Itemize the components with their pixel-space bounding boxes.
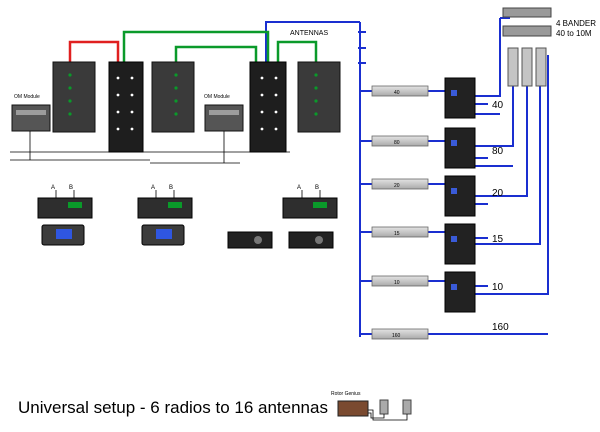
band-label-15: 15: [492, 234, 504, 245]
antennas-label: ANTENNAS: [290, 30, 328, 37]
four-bander-range: 40 to 10M: [556, 29, 592, 38]
amp-3-port-b: B: [315, 185, 319, 191]
amp-1-port-b: B: [69, 185, 73, 191]
amp-2-port-a: A: [151, 185, 155, 191]
om-modules: [11, 104, 244, 132]
om-module-label-left: OM Module: [14, 94, 40, 100]
diagram-caption: Universal setup - 6 radios to 16 antenna…: [18, 398, 328, 417]
band-label-40: 40: [492, 100, 504, 111]
four-bander-label: 4 BANDER: [556, 19, 596, 28]
filter-label-160: 160: [392, 333, 401, 339]
band-filters: [371, 85, 429, 340]
antenna-feed-lines: [265, 17, 549, 337]
band-label-20: 20: [492, 188, 504, 199]
rotor-genius: [337, 399, 412, 421]
band-label-10: 10: [492, 282, 504, 293]
amp-1-port-a: A: [51, 185, 55, 191]
switch-units: [52, 61, 341, 153]
filter-label-80: 80: [394, 140, 400, 146]
antenna-switches: [444, 77, 476, 313]
filter-label-40: 40: [394, 90, 400, 96]
rotor-genius-label: Rotor Genius: [331, 391, 361, 397]
om-module-label-right: OM Module: [204, 94, 230, 100]
filter-label-15: 15: [394, 231, 400, 237]
control-lines: [10, 131, 290, 164]
amplifiers: [37, 197, 338, 249]
four-bander-hardware: [502, 7, 552, 87]
band-label-80: 80: [492, 146, 504, 157]
band-label-160: 160: [492, 322, 509, 333]
filter-label-10: 10: [394, 280, 400, 286]
amp-port-lines: [55, 190, 321, 198]
filter-label-20: 20: [394, 183, 400, 189]
amp-2-port-b: B: [169, 185, 173, 191]
amp-3-port-a: A: [297, 185, 301, 191]
